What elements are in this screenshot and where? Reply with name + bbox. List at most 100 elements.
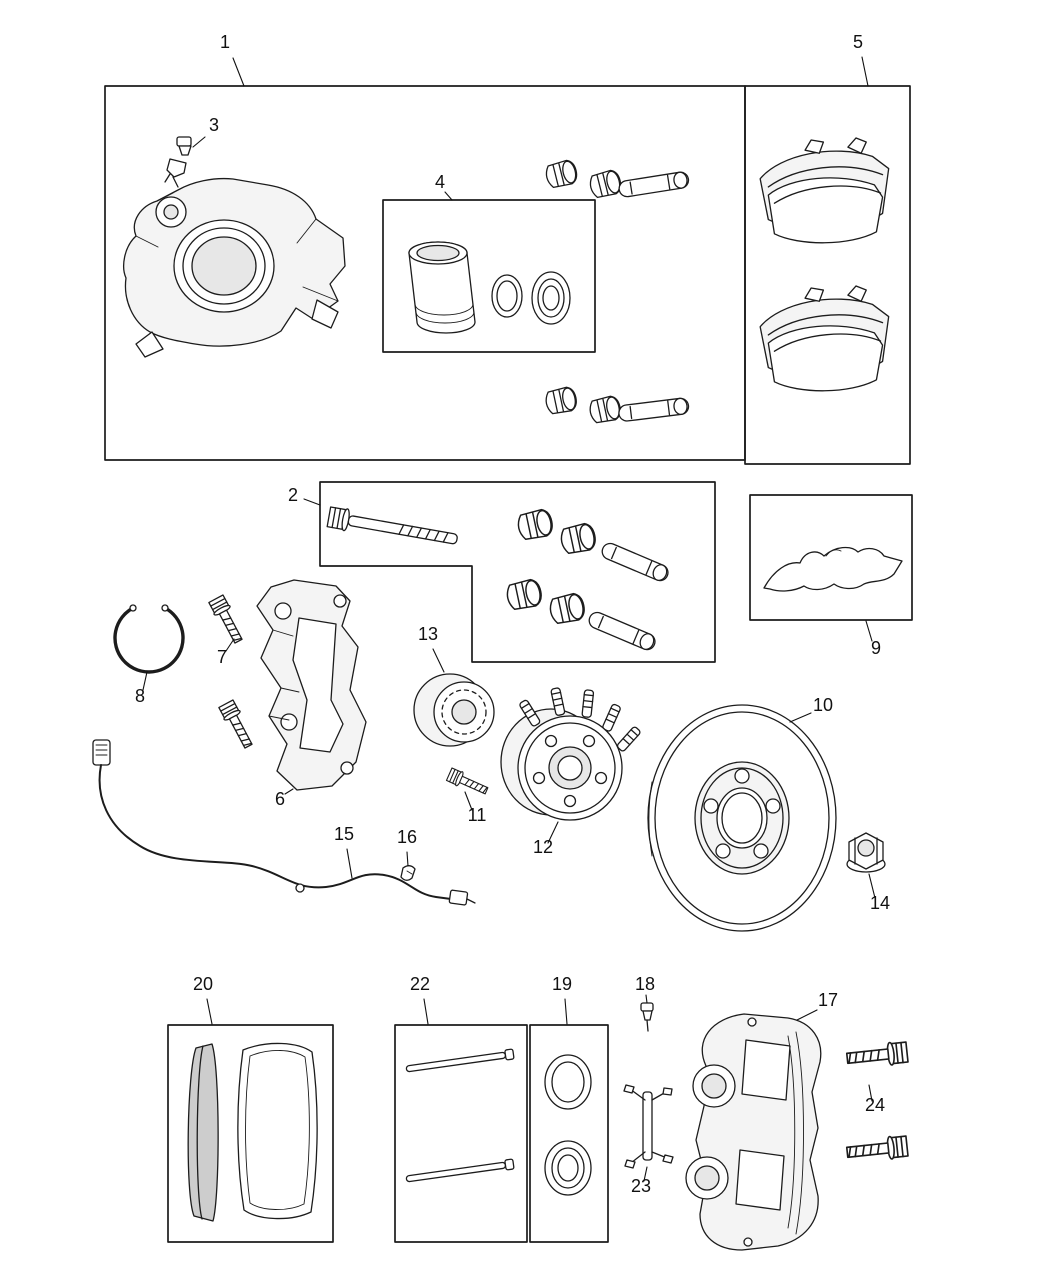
callout-14: 14 [870,893,890,913]
callout-18: 18 [635,974,655,994]
rear-pad-set-2 [759,285,890,392]
callout-leader-22 [423,998,429,1025]
bushing-icon [515,507,556,543]
callout-leader-13 [432,648,445,673]
callout-4: 4 [435,172,445,192]
group-23-pad-retainer-clip [623,1084,674,1169]
callout-leader-23 [643,1166,648,1182]
group-12-hub-bearing-assembly [500,686,642,821]
guide-pin-icon [586,609,659,653]
callout-10: 10 [813,695,833,715]
bushing-icon [504,577,545,613]
callout-11: 11 [468,805,487,825]
callout-1: 1 [220,32,230,52]
hex-bolt-icon [845,1040,909,1071]
callout-leader-9 [865,620,873,642]
callout-leader-14 [868,873,876,899]
callout-16: 16 [397,827,417,847]
callout-3: 3 [209,115,219,135]
wheel-stud-icon [615,725,642,753]
group-14-hub-nut [846,832,886,873]
bleeder-screw-cap-drawing [164,136,192,188]
bushing-icon [547,591,588,627]
front-guide-pin-1 [405,1048,515,1073]
guide-pin-icon [599,540,672,584]
callout-leader-20 [206,998,213,1025]
guide-pin-icon [617,170,691,199]
box-20-outline [167,1024,334,1243]
snap-ring-drawing [113,606,185,674]
callout-9: 9 [871,638,881,658]
callout-23: 23 [631,1176,651,1196]
group-15-wear-sensor-wire [92,739,476,906]
front-guide-pin-2 [405,1158,515,1183]
callout-24: 24 [865,1095,885,1115]
callout-8: 8 [135,686,145,706]
callout-leader-18 [645,994,648,1004]
group-1-rear-caliper-assembly [104,85,746,461]
box-19-outline [529,1024,609,1243]
hex-bolt-icon [207,593,248,647]
caliper-piston-drawing [408,241,476,334]
guide-pin-bushings-bottom [543,385,691,426]
callout-leader-10 [789,712,812,723]
callout-2: 2 [288,485,298,505]
bushing-icon [543,158,580,190]
callout-7: 7 [217,647,227,667]
box-5-outline [744,85,911,465]
retainer-spring-drawing [763,546,903,592]
group-8-snap-ring [113,604,185,674]
callout-leader-16 [406,851,409,867]
callout-leader-11 [464,791,473,811]
callout-leader-19 [564,998,568,1025]
callout-leader-15 [346,848,353,879]
group-9-pad-retainer-spring [749,494,913,621]
hex-bolt-icon [445,766,491,799]
callout-leader-12 [547,821,559,844]
group-13-wheel-bearing [413,673,495,747]
front-pad-edge-view [187,1043,219,1222]
callout-leader-17 [796,1009,818,1021]
piston-boot-drawing [531,271,571,325]
group-5-rear-brake-pads [744,85,911,465]
group-4-piston-seal-kit [382,199,596,353]
group-19-seal-kit [529,1024,609,1243]
sensor-wire [98,764,452,900]
callout-20: 20 [193,974,213,994]
group-22-front-guide-pins [394,1024,528,1243]
piston-seal-drawing [491,274,523,318]
callout-leader-5 [861,56,869,87]
wire-clip-drawing [400,865,416,881]
caliper-guide-bolt-drawing [326,506,458,545]
callout-leader-4 [444,191,453,201]
group-16-wire-clip [400,865,416,881]
callout-17: 17 [818,990,838,1010]
group-7-adapter-bolts [207,593,258,752]
callout-22: 22 [410,974,430,994]
callout-leader-24 [868,1084,873,1102]
hex-bolt-icon [845,1134,909,1165]
rear-caliper-drawing [123,177,346,358]
group-18-front-bleeder-screw [640,1002,654,1032]
bushing-icon [543,385,579,417]
group-6-caliper-adapter [256,579,367,791]
box-4-outline [382,199,596,353]
callout-19: 19 [552,974,572,994]
bushing-icon [587,168,624,200]
group-11-hub-bolt [445,766,491,799]
callout-leader-8 [142,671,148,691]
callout-6: 6 [275,789,285,809]
wheel-stud-icon [601,702,622,733]
box-9-outline [749,494,913,621]
guide-pin-bushings-top [543,158,691,200]
callout-15: 15 [334,824,354,844]
front-pad-face-view [237,1042,318,1220]
callout-leader-2 [303,498,321,506]
callout-leader-6 [284,788,294,795]
callout-leader-3 [192,136,206,148]
callout-5: 5 [853,32,863,52]
callout-leader-7 [225,638,235,652]
group-17-front-caliper [685,1013,822,1251]
